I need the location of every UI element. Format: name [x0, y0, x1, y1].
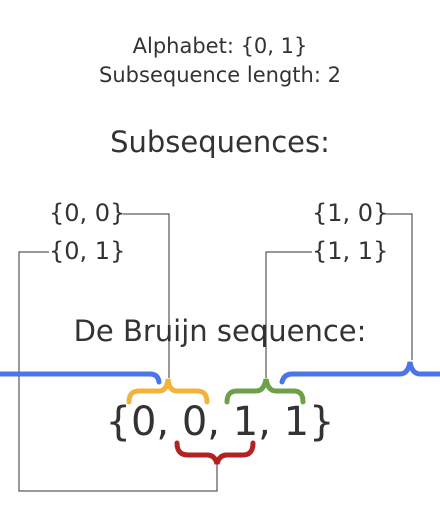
alphabet-label: Alphabet: {0, 1} [132, 34, 308, 58]
brace-00 [126, 378, 210, 405]
brace-10-right-part [279, 361, 440, 385]
subsequence-00: {0, 0} [49, 199, 126, 227]
brace-11 [224, 378, 306, 405]
subsequence-01: {0, 1} [49, 237, 126, 265]
connector-11 [265, 251, 312, 378]
connector-00 [123, 213, 170, 378]
subsequence-11: {1, 1} [312, 237, 389, 265]
de-bruijn-sequence: {0, 0, 1, 1} [105, 399, 335, 445]
subsequences-title: Subsequences: [110, 125, 330, 159]
brace-01 [174, 440, 256, 465]
connector-01 [18, 251, 218, 492]
subsequence-10: {1, 0} [312, 199, 389, 227]
subsequence-length-label: Subsequence length: 2 [99, 63, 341, 87]
de-bruijn-title: De Bruijn sequence: [73, 314, 367, 348]
brace-10-left-part [0, 371, 162, 385]
connector-10 [385, 213, 413, 360]
